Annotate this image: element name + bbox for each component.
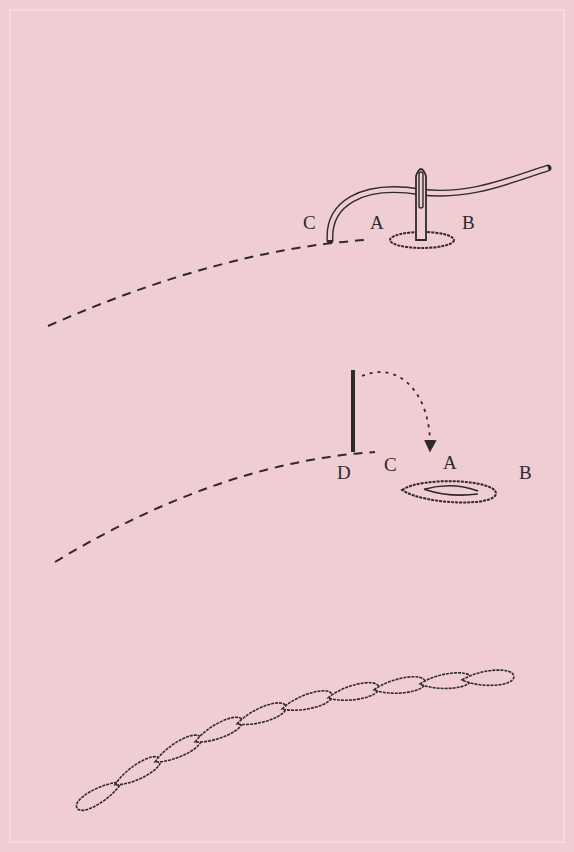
stitch-line (55, 452, 375, 562)
point-label: A (370, 212, 384, 234)
needle-path-arrow (362, 372, 430, 450)
thread (330, 168, 548, 240)
point-label: C (384, 454, 397, 476)
point-label: B (462, 212, 475, 234)
thread-loop (402, 479, 497, 505)
needle (351, 370, 355, 452)
point-label: C (303, 212, 316, 234)
point-label: A (443, 452, 457, 474)
needle (416, 169, 426, 240)
point-label: B (519, 462, 532, 484)
chain-stitch (73, 669, 514, 815)
stitch-line (48, 240, 365, 326)
point-label: D (337, 462, 351, 484)
panel (10, 10, 564, 842)
